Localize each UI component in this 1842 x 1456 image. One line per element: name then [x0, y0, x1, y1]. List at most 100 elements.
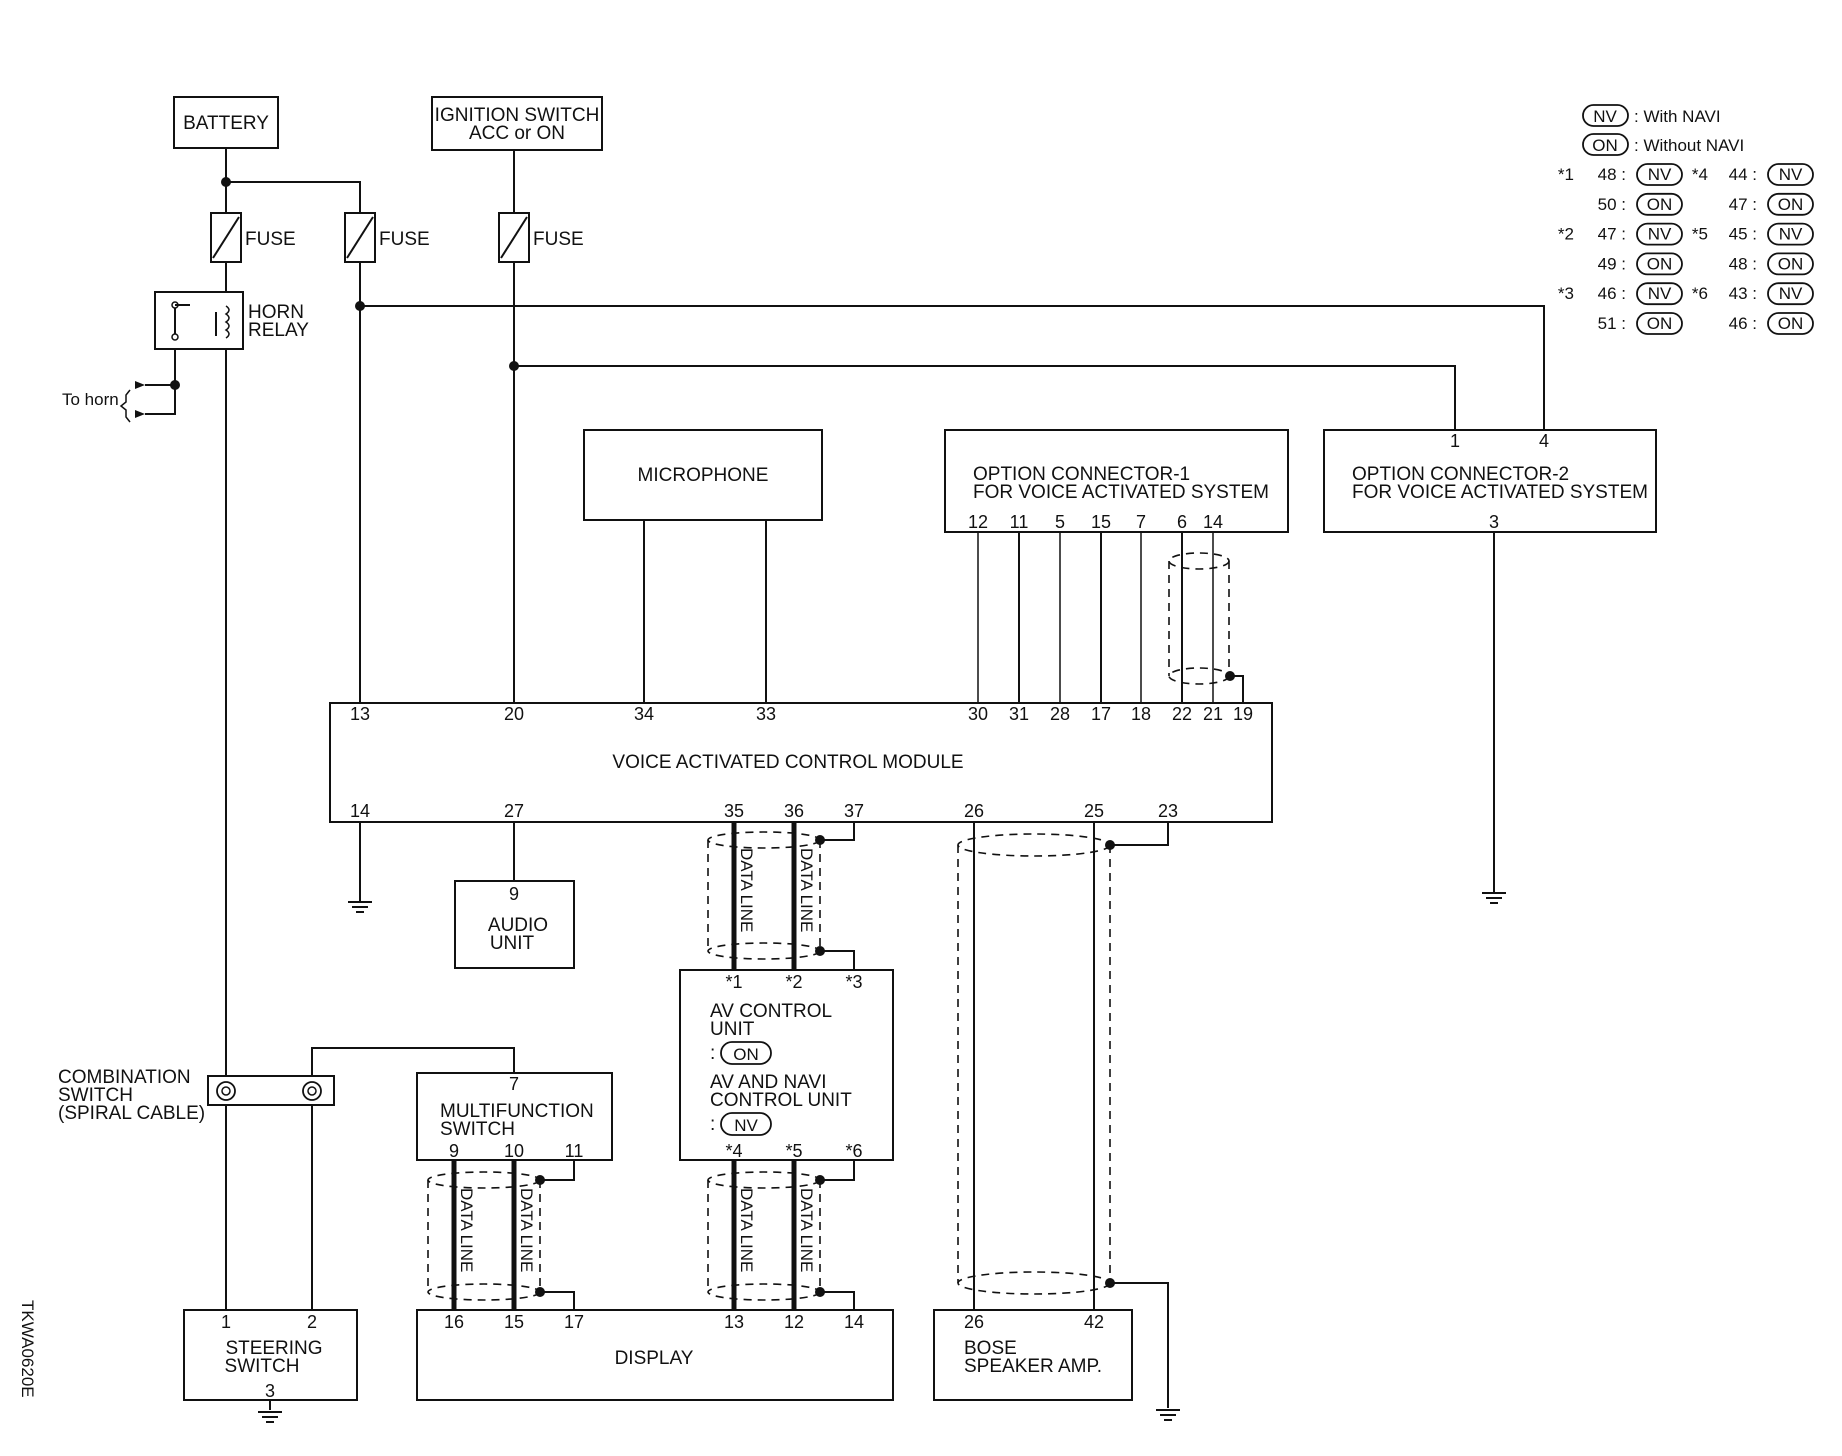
- pin-label: 17: [564, 1312, 584, 1332]
- combination-switch-label: COMBINATION: [58, 1067, 191, 1088]
- pin-label: 26: [964, 1312, 984, 1332]
- pin-label: 2: [307, 1312, 317, 1332]
- pin-label: 17: [1091, 704, 1111, 724]
- pin-label: 1: [221, 1312, 231, 1332]
- bose-label: BOSE: [964, 1338, 1017, 1359]
- on-badge: [1636, 192, 1683, 216]
- junction-dot: [815, 1175, 825, 1185]
- pin-label: 42: [1084, 1312, 1104, 1332]
- pin-label: 23: [1158, 801, 1178, 821]
- on-badge-label: ON: [1592, 136, 1618, 155]
- multifunction-switch-box: [416, 1072, 613, 1161]
- junction-dot: [815, 1287, 825, 1297]
- pin-label: 15: [1091, 512, 1111, 532]
- vacm-top-pins: 13 20 34 33 30 31 28 17 18 22 21 19: [350, 704, 1253, 724]
- option-connector-1-sublabel: FOR VOICE ACTIVATED SYSTEM: [973, 482, 1269, 503]
- pin-label: *6: [845, 1141, 862, 1161]
- option-connector-2-label: OPTION CONNECTOR-2: [1352, 464, 1569, 485]
- junction-dot: [221, 177, 231, 187]
- nv-badge: [1767, 222, 1814, 246]
- legend-badge-label: ON: [1647, 195, 1673, 214]
- on-badge: [1767, 252, 1814, 276]
- av-control-unit-label-2: UNIT: [710, 1019, 755, 1040]
- av-navi-control-unit-label: AV AND NAVI: [710, 1072, 827, 1093]
- audio-unit-label: AUDIO: [488, 915, 548, 936]
- pin-label: 19: [1233, 704, 1253, 724]
- pin-label: 20: [504, 704, 524, 724]
- junction-dot: [815, 835, 825, 845]
- on-badge-label: ON: [733, 1045, 759, 1064]
- av-top-shield-top: [707, 831, 821, 849]
- nv-badge: [1636, 163, 1683, 186]
- legend-pin: 47 :: [1598, 225, 1626, 244]
- ground-symbols: [258, 892, 1506, 1423]
- pin-label: 25: [1084, 801, 1104, 821]
- junction-dot: [1225, 671, 1235, 681]
- pin-label: 36: [784, 801, 804, 821]
- audio-unit-label-2: UNIT: [490, 933, 535, 954]
- shields: [427, 552, 1230, 1301]
- pin-label: 3: [265, 1381, 275, 1401]
- arrow-icon: [135, 381, 145, 389]
- audio-unit-box: [454, 880, 575, 969]
- pin-label: *2: [785, 972, 802, 992]
- legend-pin: 45 :: [1729, 225, 1757, 244]
- junction-dot: [509, 361, 519, 371]
- pin-label: 9: [509, 884, 519, 904]
- pin-label: 27: [504, 801, 524, 821]
- legend-on-desc: : Without NAVI: [1634, 136, 1744, 155]
- bose-shield-bottom: [957, 1271, 1111, 1295]
- nv-badge: [1767, 282, 1814, 306]
- pin-label: 31: [1009, 704, 1029, 724]
- legend-badge-label: NV: [1648, 284, 1672, 303]
- multi-shield-bottom: [427, 1283, 541, 1301]
- junction-dot: [815, 946, 825, 956]
- pin-label: 11: [565, 1141, 584, 1161]
- pin-label: 6: [1177, 512, 1187, 532]
- nv-badge: [1636, 222, 1683, 246]
- bose-shield-top: [957, 833, 1111, 857]
- av-control-unit-label: AV CONTROL: [710, 1001, 832, 1022]
- legend-pin: 49 :: [1598, 254, 1626, 273]
- horn-relay-label: HORN: [248, 302, 304, 323]
- legend-star: *2: [1558, 225, 1574, 244]
- multifunction-switch-label-2: SWITCH: [440, 1119, 515, 1140]
- ground-icon: [1156, 1409, 1180, 1421]
- multi-shield-top: [427, 1171, 541, 1189]
- pin-label: 4: [1539, 431, 1549, 451]
- legend-pin: 48 :: [1729, 254, 1757, 273]
- ignition-switch-label: IGNITION SWITCH: [435, 105, 600, 126]
- legend-badge-label: ON: [1647, 254, 1673, 273]
- legend-star: *6: [1692, 284, 1708, 303]
- multifunction-switch-label: MULTIFUNCTION: [440, 1101, 594, 1122]
- display14-shield-drain: [820, 1291, 855, 1310]
- legend-star: *3: [1558, 284, 1574, 303]
- on-badge: [1767, 192, 1814, 216]
- horn-relay-label-2: RELAY: [248, 320, 309, 341]
- bose-shield-ground: [1110, 1282, 1169, 1408]
- legend-pin: 47 :: [1729, 195, 1757, 214]
- option-connector-2-sublabel: FOR VOICE ACTIVATED SYSTEM: [1352, 482, 1648, 503]
- option-connector-1-label: OPTION CONNECTOR-1: [973, 464, 1190, 485]
- opt1-shield-top: [1168, 552, 1230, 570]
- colon: :: [710, 1114, 715, 1135]
- display-box: [416, 1309, 894, 1401]
- ignition-switch-box: [431, 96, 603, 151]
- legend-star: *4: [1692, 165, 1708, 184]
- fuse-label: FUSE: [379, 229, 430, 250]
- junctions: [170, 177, 1235, 1297]
- option-connector-1-box: [944, 429, 1289, 533]
- legend-badge-label: NV: [1779, 284, 1803, 303]
- legend-badge-label: NV: [1779, 165, 1803, 184]
- legend-nv-desc: : With NAVI: [1634, 107, 1721, 126]
- junction-dot: [535, 1175, 545, 1185]
- vacm23-shield-drain: [1110, 822, 1169, 846]
- bose-label-2: SPEAKER AMP.: [964, 1356, 1102, 1377]
- av6-shield-drain: [820, 1160, 855, 1181]
- pin-label: 18: [1131, 704, 1151, 724]
- pin-label: 10: [504, 1141, 524, 1161]
- fuse-icon: [498, 212, 530, 263]
- pin-label: 14: [844, 1312, 864, 1332]
